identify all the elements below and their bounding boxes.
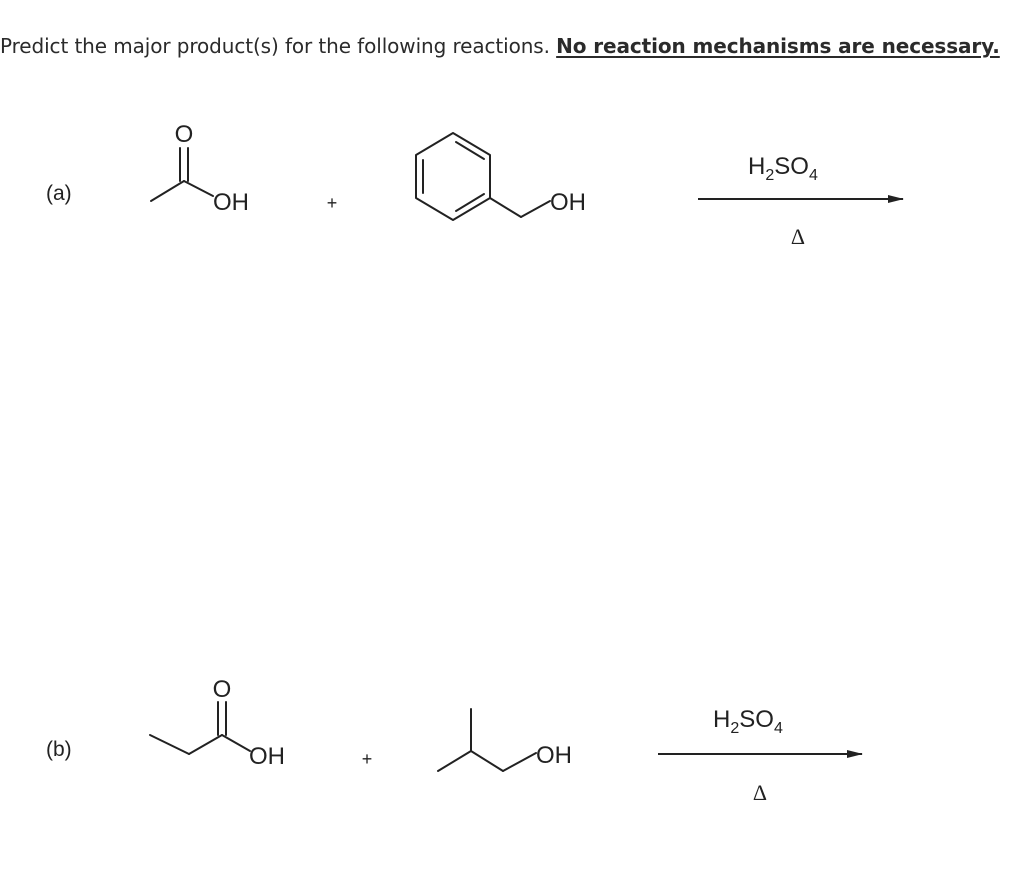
reaction-b-heat: Δ [753, 780, 767, 805]
reaction-b: O OH + OH H2SO4 Δ [149, 676, 863, 805]
reaction-a-acid-hydroxyl: OH [213, 189, 249, 216]
reaction-a-alcohol-hydroxyl: OH [550, 189, 586, 216]
reaction-b-isobutanol [437, 708, 537, 772]
instruction-main: Predict the major product(s) for the fol… [0, 34, 557, 58]
reaction-a-carbonyl-oxygen: O [175, 121, 194, 148]
reaction-b-acid-hydroxyl: OH [249, 743, 285, 770]
reaction-b-carbonyl-oxygen: O [213, 676, 232, 703]
instruction-emphasis: No reaction mechanisms are necessary. [556, 34, 1000, 58]
reaction-b-label: (b) [46, 738, 72, 761]
reaction-a-heat: Δ [791, 224, 805, 249]
reaction-a-plus: + [327, 193, 338, 213]
reaction-a-benzyl-alcohol [415, 132, 551, 221]
reaction-a-label: (a) [46, 182, 72, 205]
reaction-b-propanoic-acid [149, 701, 251, 755]
reaction-b-reagent: H2SO4 [713, 706, 783, 737]
instruction-text: Predict the major product(s) for the fol… [0, 34, 1000, 58]
reaction-b-plus: + [362, 749, 373, 769]
reaction-a: O OH + OH H2SO4 Δ [150, 121, 904, 249]
reaction-b-alcohol-hydroxyl: OH [536, 742, 572, 769]
reaction-a-acetic-acid [150, 147, 214, 202]
reaction-a-reagent: H2SO4 [748, 153, 818, 184]
